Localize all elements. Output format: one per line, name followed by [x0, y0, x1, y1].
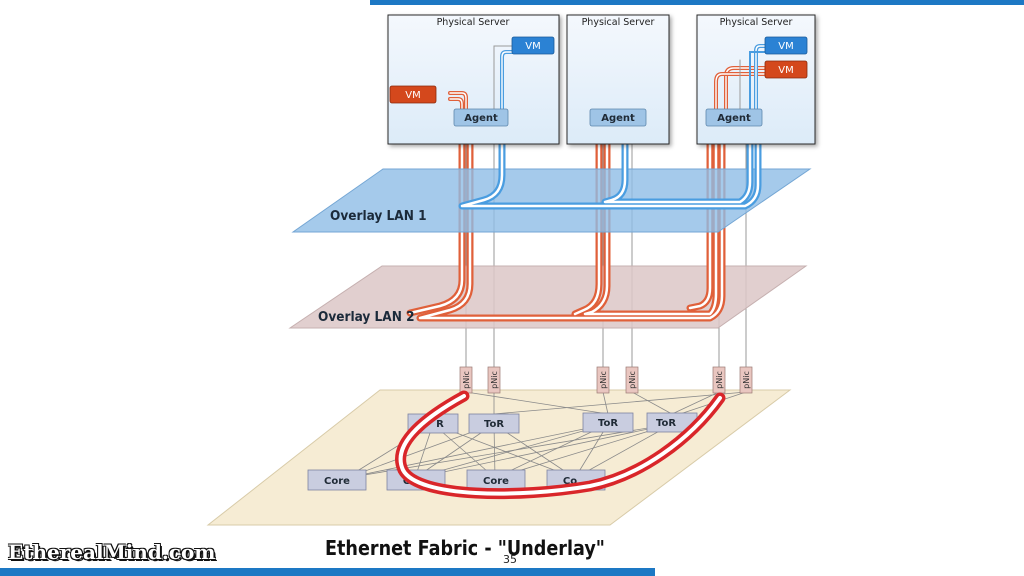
agent-label: Agent: [601, 113, 635, 124]
agent-box: [705, 108, 763, 127]
underlay-path: [395, 390, 726, 500]
core-label: Core: [324, 476, 350, 487]
agent-label: Agent: [717, 113, 751, 124]
svg-text:pNic: pNic: [490, 371, 499, 389]
vm-label: VM: [778, 65, 793, 76]
agent-box: [453, 108, 509, 127]
core-label: Core: [483, 476, 509, 487]
physical-server-2: Physical Server Agent: [566, 14, 670, 145]
vm-label: VM: [405, 90, 420, 101]
overlay-lan-1-plane: [291, 168, 812, 233]
agent-box: [589, 108, 647, 127]
server-title: Physical Server: [720, 17, 793, 28]
vm-label: VM: [525, 41, 540, 52]
agent-label: Agent: [464, 113, 498, 124]
top-accent-bar: [370, 0, 1024, 5]
tor-label: ToR: [598, 418, 618, 429]
underlay-plane: [206, 389, 792, 526]
vm-label: VM: [778, 41, 793, 52]
overlay-lan-1-tunnels: [458, 122, 762, 210]
core-switch: [307, 469, 367, 491]
pnic: pNic: [712, 366, 726, 394]
pnic: pNic: [487, 366, 501, 394]
tor-label: ToR: [484, 419, 504, 430]
physical-server-3: Physical Server VM VM Agent: [696, 14, 816, 145]
page-number: 35: [503, 553, 517, 566]
physical-server-1: Physical Server VM VM Agent: [387, 14, 560, 145]
pnic: pNic: [459, 366, 473, 394]
overlay-lan-1-label: Overlay LAN 1: [330, 208, 427, 224]
brand-logo: EtherealMind.com: [8, 540, 216, 564]
pnic: pNic: [739, 366, 753, 394]
vm-box: [389, 85, 437, 104]
vm-box: [511, 36, 555, 55]
tor-label: ToR: [656, 418, 676, 429]
tor-label: R: [436, 419, 444, 430]
svg-text:pNic: pNic: [628, 371, 637, 389]
pnic: pNic: [596, 366, 610, 394]
diagram-caption: Ethernet Fabric - "Underlay": [325, 536, 605, 560]
tor-switch: [582, 412, 634, 433]
pnic: pNic: [625, 366, 639, 394]
overlay-lan-2-tunnels: [406, 122, 726, 322]
svg-text:pNic: pNic: [599, 371, 608, 389]
pnic-group: pNic pNic pNic pNic pNic pNic: [459, 366, 753, 394]
tor-switch: [468, 413, 520, 434]
core-label: Co: [563, 476, 577, 487]
svg-text:pNic: pNic: [715, 371, 724, 389]
server-title: Physical Server: [437, 17, 510, 28]
server-title: Physical Server: [582, 17, 655, 28]
svg-text:pNic: pNic: [742, 371, 751, 389]
svg-text:pNic: pNic: [462, 371, 471, 389]
vm-box: [764, 36, 808, 55]
bottom-accent-bar: [0, 568, 655, 576]
overlay-lan-2-label: Overlay LAN 2: [318, 309, 415, 325]
vm-box: [764, 60, 808, 79]
